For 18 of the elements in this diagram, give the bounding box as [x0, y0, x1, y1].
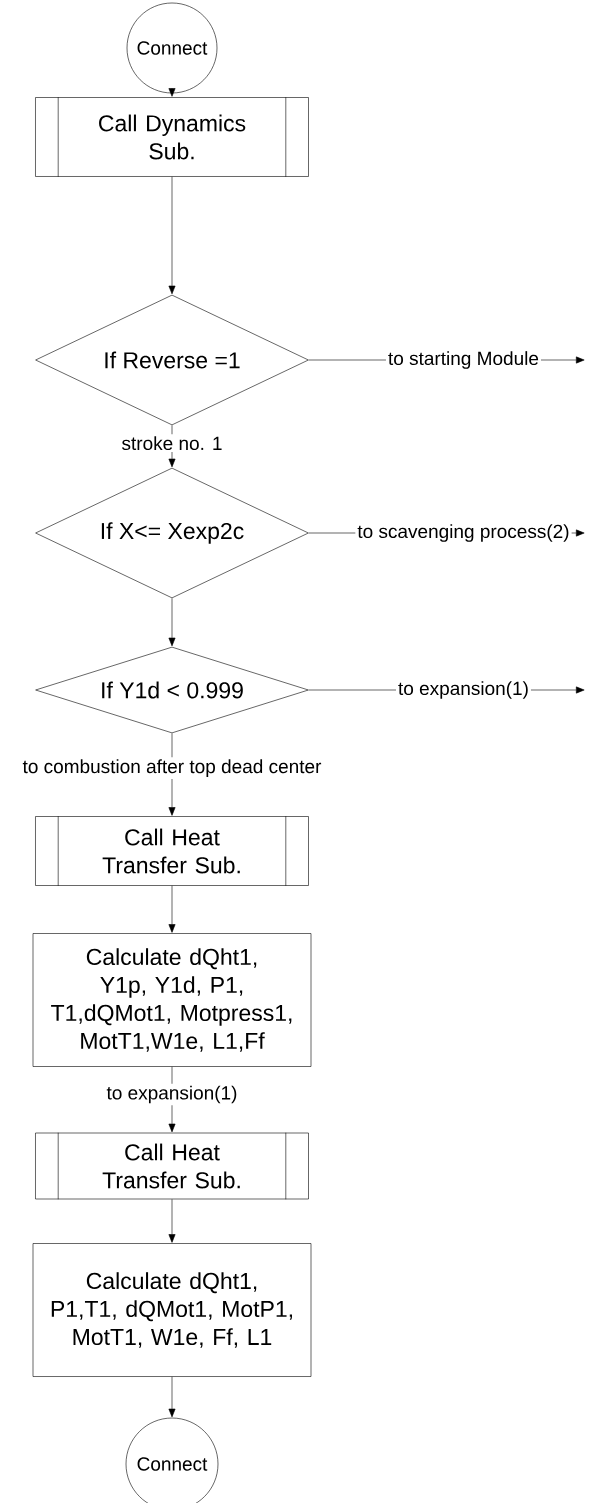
arrow	[168, 1376, 176, 1418]
arrow	[168, 598, 176, 647]
arrow	[168, 176, 176, 295]
process-box: Calculate dQht1, Y1p, Y1d, P1, T1,dQMot1, Motpress1, MotT1,W1e, L1,Ff	[32, 933, 312, 1067]
subroutine-box: Call Heat Transfer Sub.	[35, 815, 309, 887]
subroutine-box: Call Dynamics Sub.	[35, 96, 309, 178]
edge-label: stroke no. 1	[119, 434, 225, 453]
arrow	[168, 1199, 176, 1243]
subroutine-box: Call Heat Transfer Sub.	[35, 1132, 309, 1200]
edge-label: to starting Module	[385, 349, 541, 371]
arrow	[168, 88, 176, 97]
edge-label: to combustion after top dead center	[20, 757, 324, 779]
edge-label: to expansion(1)	[104, 1083, 240, 1106]
process-box: Calculate dQht1, P1,T1, dQMot1, MotP1, MotT1, W1e, Ff, L1	[32, 1243, 312, 1377]
arrow	[168, 425, 176, 468]
arrow	[168, 885, 176, 933]
edge-label: to scavenging process(2)	[355, 522, 572, 544]
edge-label: to expansion(1)	[396, 679, 531, 701]
